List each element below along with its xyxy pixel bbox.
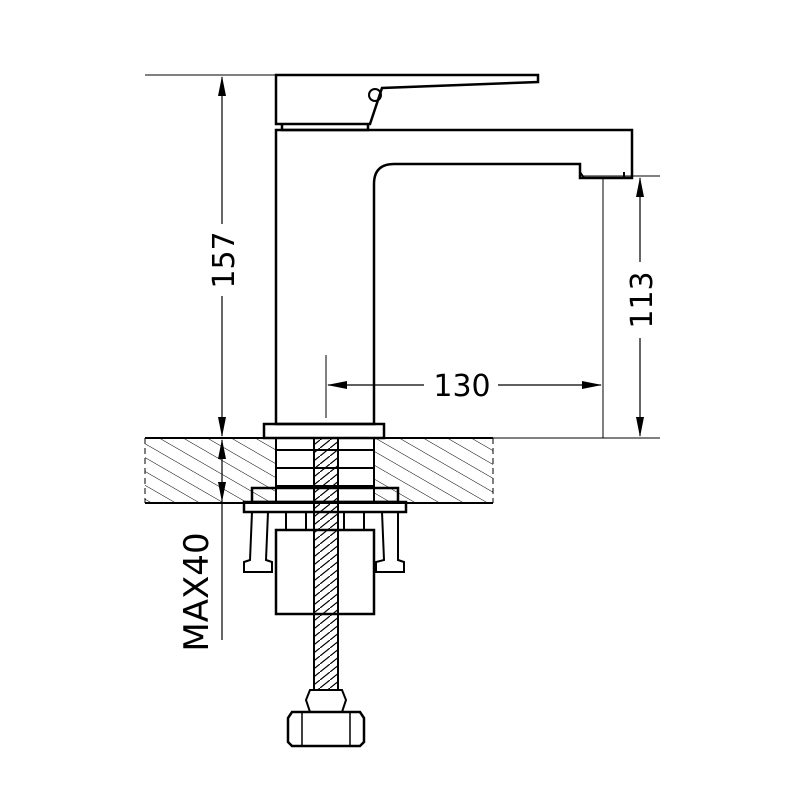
dimension-spout-reach: 130 xyxy=(327,368,602,404)
dimension-label-113: 113 xyxy=(625,271,660,328)
dimension-label-max40: MAX40 xyxy=(177,532,217,651)
dimension-total-height: 157 xyxy=(206,76,242,437)
threaded-rod xyxy=(286,437,366,748)
dimension-max-deck: MAX40 xyxy=(177,439,226,652)
dimension-label-130: 130 xyxy=(433,369,490,404)
dimension-label-157: 157 xyxy=(207,231,242,288)
dimension-spout-height: 113 xyxy=(624,177,660,437)
extension-lines xyxy=(145,74,660,439)
